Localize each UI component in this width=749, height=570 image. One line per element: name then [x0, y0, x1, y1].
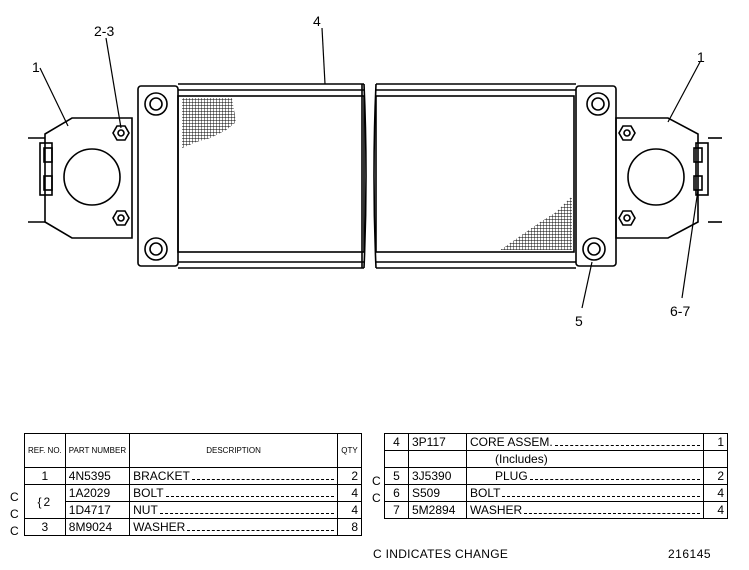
description: NUT	[129, 501, 338, 519]
callout-4: 4	[313, 13, 321, 29]
plug-item-5	[582, 237, 606, 261]
drawing-number: 216145	[668, 547, 712, 561]
qty: 4	[703, 501, 728, 519]
fin-mesh-right	[500, 196, 572, 250]
part-number: 1D4717	[64, 501, 131, 519]
description: CORE ASSEM.	[466, 433, 704, 451]
callout-1-right: 1	[697, 49, 705, 65]
change-indicator-note: C INDICATES CHANGE	[373, 547, 509, 561]
table-row: (Includes)	[384, 450, 728, 468]
change-mark: C	[10, 524, 19, 538]
fin-mesh-left	[182, 98, 236, 148]
callout-6-7: 6-7	[670, 303, 690, 319]
table-row: 1 4N5395 BRACKET 2	[24, 467, 362, 485]
description: BOLT	[129, 484, 338, 502]
ref-no	[384, 450, 409, 468]
table-row: 3 8M9024 WASHER 8	[24, 518, 362, 536]
change-mark: C	[10, 507, 19, 521]
left-end-tank	[137, 85, 179, 267]
part-number	[408, 450, 467, 468]
callout-2-3: 2-3	[94, 23, 114, 39]
table-row: 6 S509 BOLT 4	[384, 484, 728, 502]
parts-table-right: 4 3P117 CORE ASSEM. 1 (Includes) 5 3J539…	[384, 433, 728, 519]
change-mark: C	[372, 474, 381, 488]
part-number: 4N5395	[64, 467, 131, 485]
ref-no: 1	[24, 467, 66, 485]
qty: 4	[337, 484, 362, 502]
qty: 2	[703, 467, 728, 485]
qty: 2	[337, 467, 362, 485]
part-number: 3P117	[408, 433, 467, 451]
header-qty: QTY	[337, 433, 362, 468]
table-row: {2 1A2029 BOLT 4	[24, 484, 362, 519]
description: WASHER	[129, 518, 338, 536]
right-bracket	[615, 117, 699, 239]
change-mark: C	[10, 490, 19, 504]
table-row: 4 3P117 CORE ASSEM. 1	[384, 433, 728, 451]
header-part-number: PART NUMBER	[64, 433, 131, 468]
table-row: 7 5M2894 WASHER 4	[384, 501, 728, 519]
header-ref-no: REF. NO.	[24, 433, 66, 468]
table-row: 1D4717 NUT 4	[25, 501, 362, 519]
change-mark: C	[372, 491, 381, 505]
description: WASHER	[466, 501, 704, 519]
part-number: 3J5390	[408, 467, 467, 485]
ref-no: 5	[384, 467, 409, 485]
description: BOLT	[466, 484, 704, 502]
qty: 8	[337, 518, 362, 536]
qty: 1	[703, 433, 728, 451]
description: PLUG	[466, 467, 704, 485]
left-bracket-bore	[63, 148, 121, 206]
ref-no: 4	[384, 433, 409, 451]
qty	[703, 450, 728, 468]
part-number: 5M2894	[408, 501, 467, 519]
table-row: 5 3J5390 PLUG 2	[384, 467, 728, 485]
ref-no: 7	[384, 501, 409, 519]
description: BRACKET	[129, 467, 338, 485]
header-description: DESCRIPTION	[129, 433, 338, 468]
qty: 4	[703, 484, 728, 502]
right-end-tank	[575, 85, 617, 267]
parts-table-left: REF. NO. PART NUMBER DESCRIPTION QTY 1 4…	[24, 433, 362, 536]
left-bracket	[44, 117, 133, 239]
assembly-drawing: 2-3 4 1 1 5 6-7	[28, 13, 722, 329]
right-bracket-bore	[627, 148, 685, 206]
part-number: 8M9024	[64, 518, 131, 536]
ref-no: {2	[24, 484, 66, 519]
qty: 4	[337, 501, 362, 519]
part-number: 1A2029	[64, 484, 131, 502]
ref-no: 6	[384, 484, 409, 502]
part-number: S509	[408, 484, 467, 502]
callout-1-left: 1	[32, 59, 40, 75]
callout-5: 5	[575, 313, 583, 329]
ref-no: 3	[24, 518, 66, 536]
description: (Includes)	[466, 450, 704, 468]
